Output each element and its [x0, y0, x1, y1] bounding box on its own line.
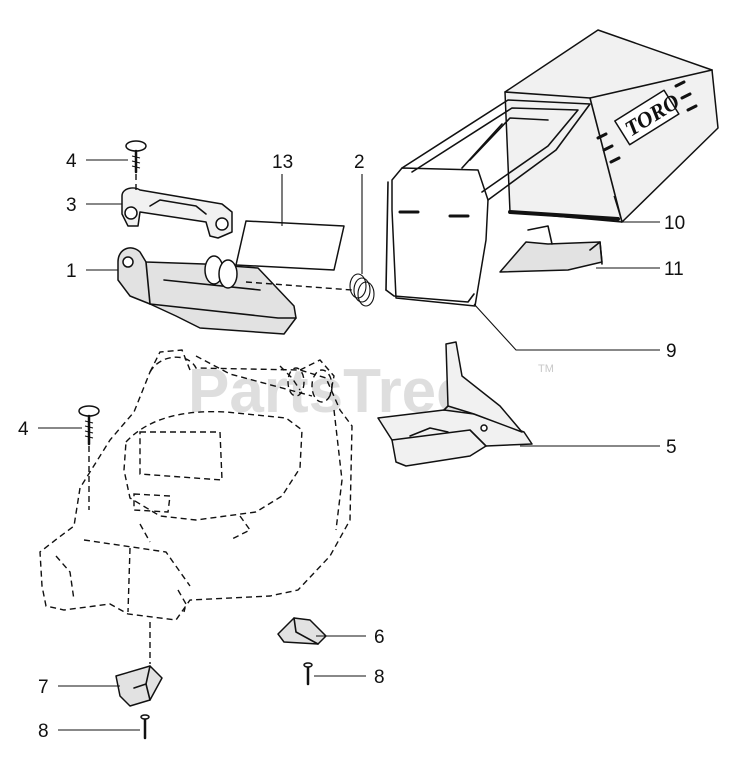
- callout-8-rear: 8: [38, 721, 49, 742]
- screw-adjuster: [303, 662, 313, 686]
- spring-axis: [245, 281, 353, 291]
- callout-7: 7: [38, 677, 49, 698]
- callout-6: 6: [374, 627, 385, 648]
- callout-3: 3: [66, 195, 77, 216]
- handle-bracket-cover: [121, 187, 233, 239]
- bag-clip: [499, 225, 603, 273]
- decal: [235, 220, 345, 271]
- leader-lines: [38, 159, 660, 731]
- screw-top: [125, 140, 147, 174]
- grass-bag: TORO: [504, 29, 719, 223]
- callout-11: 11: [664, 259, 684, 280]
- callout-4-top: 4: [66, 151, 77, 172]
- screw-housing: [78, 405, 100, 446]
- screw-rear: [140, 714, 150, 740]
- discharge-chute: [377, 341, 533, 467]
- bag-frame: [385, 99, 591, 307]
- callout-8-adjuster: 8: [374, 667, 385, 688]
- handle-bracket: [117, 247, 297, 335]
- callout-1: 1: [66, 261, 77, 282]
- callout-10: 10: [664, 213, 685, 234]
- height-adjuster: [277, 617, 327, 645]
- spring: [349, 273, 375, 307]
- rear-adjuster: [115, 665, 163, 707]
- callout-2: 2: [354, 152, 365, 173]
- callout-5: 5: [666, 437, 677, 458]
- mower-housing: [39, 349, 353, 621]
- callout-labels: 4 3 1 13 2 10 11 9 5 4 6 8 7 8: [18, 151, 685, 742]
- watermark-trademark: TM: [538, 363, 554, 375]
- callout-9: 9: [666, 341, 677, 362]
- callout-13: 13: [272, 152, 293, 173]
- callout-4-housing: 4: [18, 419, 29, 440]
